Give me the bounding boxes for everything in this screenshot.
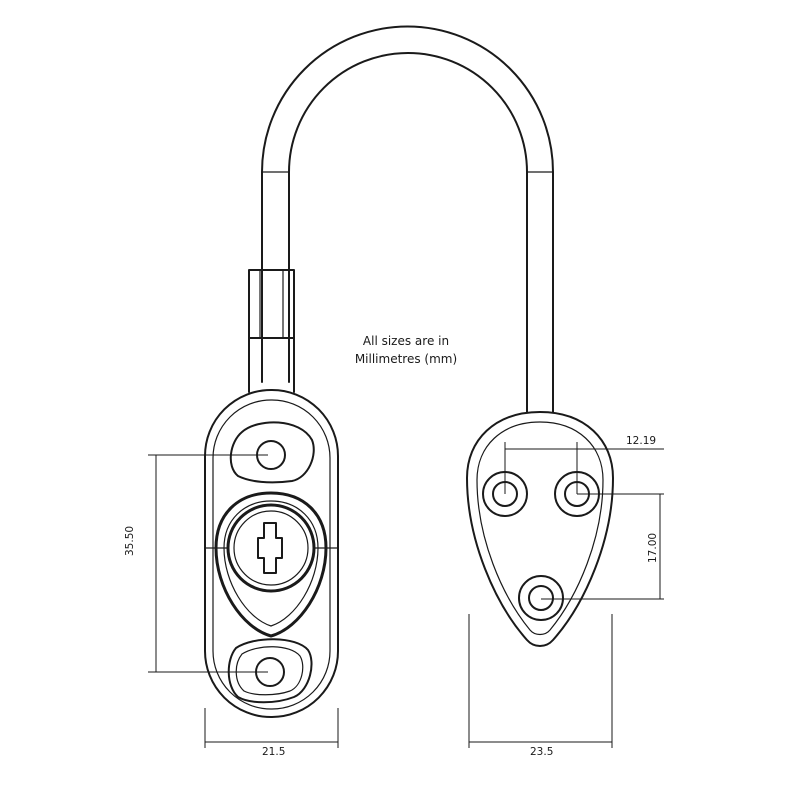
top-screw-recess — [229, 421, 315, 484]
hole-height-label: 17.00 — [647, 532, 659, 563]
lock-width-label: 21.5 — [262, 746, 286, 758]
units-note: All sizes are in Millimetres (mm) — [336, 332, 476, 368]
bracket-hole-bottom-rim — [518, 575, 564, 621]
lock-inner-shell — [212, 399, 331, 710]
bracket-inner — [476, 421, 604, 636]
lock-outer-shell — [204, 389, 339, 718]
bracket-width-label: 23.5 — [530, 746, 554, 758]
bracket-hole-bottom — [528, 585, 554, 611]
cable-outer-edge — [261, 25, 554, 413]
lock-height-label: 35.50 — [124, 525, 136, 556]
cable-inner-edge — [288, 52, 528, 413]
keyway-icon — [257, 522, 283, 574]
bracket-outer — [466, 411, 614, 647]
hole-spacing-label: 12.19 — [626, 435, 657, 447]
key-cylinder — [226, 503, 316, 593]
dimension-lines — [148, 442, 664, 748]
crimp-sleeve — [248, 269, 295, 393]
lock-body — [204, 389, 339, 718]
units-note-line1: All sizes are in — [362, 334, 450, 348]
cable — [261, 25, 554, 413]
bracket — [466, 411, 614, 647]
key-cylinder-housing — [214, 491, 328, 638]
units-note-line2: Millimetres (mm) — [354, 352, 458, 366]
bottom-screw-recess-inner — [235, 646, 304, 696]
crimp-sleeve-body — [248, 269, 295, 339]
key-cylinder-inner — [233, 510, 309, 586]
bottom-screw-recess — [227, 638, 313, 704]
key-cylinder-housing-inner — [223, 500, 319, 627]
